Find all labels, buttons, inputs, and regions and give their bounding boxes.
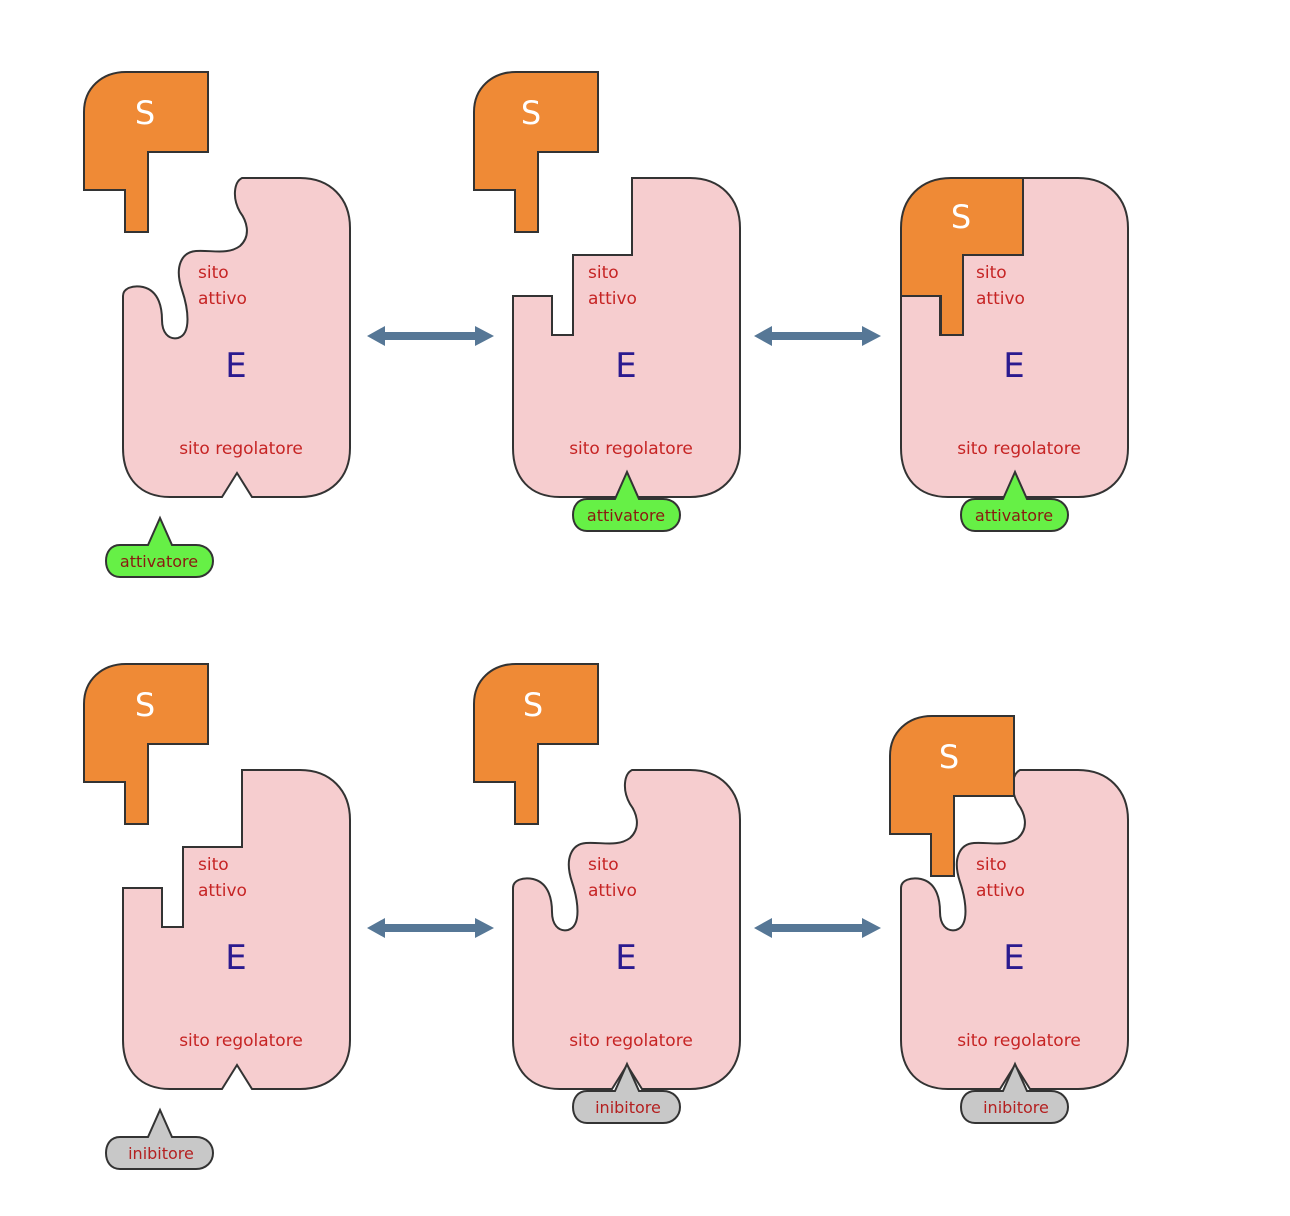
panel-activated-enzyme: attivatore S sito attivo E sito regolato… <box>473 71 741 532</box>
substrate-label: S <box>523 686 543 724</box>
active-site-label-2: attivo <box>976 881 1025 901</box>
inhibitor-label: inibitore <box>983 1098 1049 1117</box>
active-site-label-2: attivo <box>588 289 637 309</box>
regulatory-site-label: sito regolatore <box>957 439 1081 459</box>
panel-enzyme-substrate-complex: attivatore S sito attivo E sito regolato… <box>900 177 1129 532</box>
active-site-label-2: attivo <box>198 289 247 309</box>
regulatory-site-label: sito regolatore <box>179 439 303 459</box>
equilibrium-arrow <box>754 918 881 938</box>
activator-label: attivatore <box>975 506 1053 525</box>
enzyme-label: E <box>1003 346 1024 386</box>
substrate-label: S <box>939 738 959 776</box>
regulatory-site-label: sito regolatore <box>179 1031 303 1051</box>
substrate-label: S <box>135 686 155 724</box>
active-site-label-1: sito <box>976 263 1007 283</box>
panel-active-enzyme: S sito attivo E sito regolatore inibitor… <box>83 663 351 1170</box>
equilibrium-arrow <box>754 326 881 346</box>
regulatory-site-label: sito regolatore <box>957 1031 1081 1051</box>
panel-inactive-enzyme: S sito attivo E sito regolatore attivato… <box>83 71 351 578</box>
active-site-label-1: sito <box>198 855 229 875</box>
regulatory-site-label: sito regolatore <box>569 1031 693 1051</box>
substrate-label: S <box>951 198 971 236</box>
active-site-label-1: sito <box>588 855 619 875</box>
enzyme-label: E <box>225 346 246 386</box>
active-site-label-2: attivo <box>588 881 637 901</box>
activator-label: attivatore <box>587 506 665 525</box>
enzyme-label: E <box>615 938 636 978</box>
substrate-label: S <box>521 94 541 132</box>
active-site-label-1: sito <box>588 263 619 283</box>
active-site-label-1: sito <box>198 263 229 283</box>
enzyme-label: E <box>225 938 246 978</box>
active-site-label-2: attivo <box>976 289 1025 309</box>
regulatory-site-label: sito regolatore <box>569 439 693 459</box>
panel-substrate-blocked: S inibitore sito attivo E sito regolator… <box>889 715 1129 1124</box>
row-inhibition: S sito attivo E sito regolatore inibitor… <box>83 663 1129 1170</box>
enzyme-label: E <box>615 346 636 386</box>
active-site-label-1: sito <box>976 855 1007 875</box>
enzyme-label: E <box>1003 938 1024 978</box>
substrate-label: S <box>135 94 155 132</box>
inhibitor-label: inibitore <box>128 1144 194 1163</box>
bound-substrate-shape <box>900 177 1024 336</box>
activator-label: attivatore <box>120 552 198 571</box>
row-activation: S sito attivo E sito regolatore attivato… <box>83 71 1129 578</box>
active-site-label-2: attivo <box>198 881 247 901</box>
panel-inhibited-enzyme: inibitore S sito attivo E sito regolator… <box>473 663 741 1124</box>
equilibrium-arrow <box>367 326 494 346</box>
equilibrium-arrow <box>367 918 494 938</box>
inhibitor-label: inibitore <box>595 1098 661 1117</box>
